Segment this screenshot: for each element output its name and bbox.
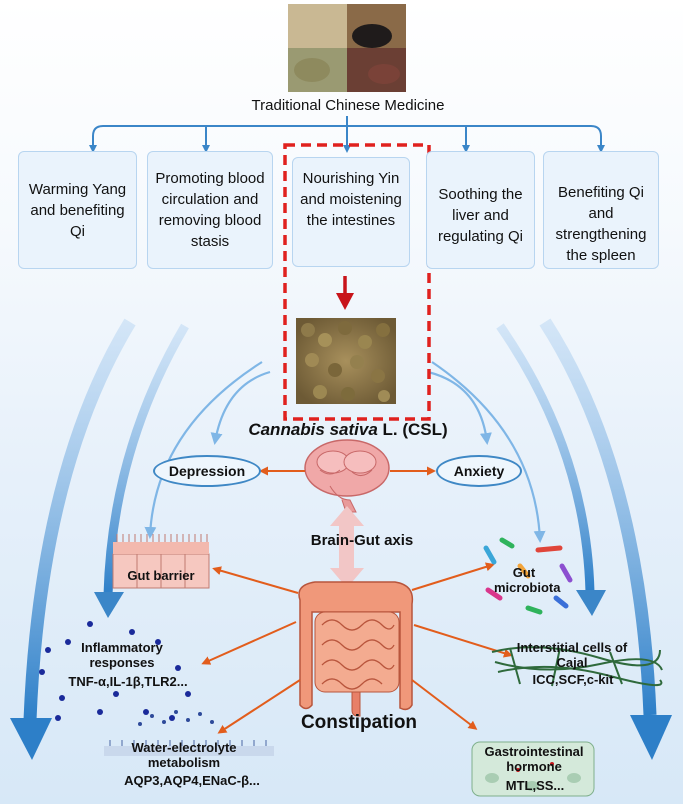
intestine-target-arrows [201, 562, 513, 734]
wide-arrowhead-left [10, 718, 52, 760]
herbs-photo [288, 4, 406, 92]
hormone-markers: MTL,SS... [505, 778, 565, 793]
highlight-box [283, 143, 431, 421]
depression-oval: Depression [153, 455, 261, 487]
wide-arrowhead-mid-right [576, 590, 606, 616]
inflammatory-dots [39, 621, 191, 721]
wide-arrowhead-right [630, 715, 672, 760]
wide-flow-arrows [10, 318, 672, 760]
brain-gut-arrow [330, 506, 364, 588]
category-nourishing-yin: Nourishing Yin and moistening the intest… [292, 157, 410, 267]
icc-illustration [491, 646, 663, 687]
category-benefiting-qi: Benefiting Qi and strengthening the sple… [543, 151, 659, 269]
brain-illustration [304, 439, 390, 513]
category-promoting-blood: Promoting blood circulation and removing… [147, 151, 273, 269]
brain-gut-axis-label: Brain-Gut axis [310, 532, 414, 549]
csl-italic: Cannabis sativa [248, 420, 378, 439]
water-title: Water-electrolyte metabolism [131, 740, 237, 770]
thin-flow-arrows [144, 361, 546, 543]
anxiety-oval: Anxiety [436, 455, 522, 487]
water-membrane-illustration [104, 710, 274, 756]
gut-barrier-label: Gut barrier [127, 568, 195, 583]
icc-title: Interstitial cells of Cajal [516, 640, 628, 670]
intestine-illustration [298, 581, 414, 717]
inflammatory-markers: TNF-α,IL-1β,TLR2... [68, 674, 188, 689]
icc-markers: ICC,SCF,c-kit [532, 672, 614, 687]
gut-microbiota-label: Gut microbiota [494, 565, 561, 595]
category-soothing-liver: Soothing the liver and regulating Qi [426, 151, 535, 269]
gut-microbiota-illustration [483, 537, 573, 615]
constipation-label: Constipation [300, 712, 418, 733]
tcm-branch-arrows [89, 116, 605, 153]
red-arrow [336, 276, 354, 310]
tcm-title: Traditional Chinese Medicine [251, 97, 445, 114]
hemp-seeds-photo [296, 318, 396, 404]
hormone-cells-illustration [471, 741, 595, 797]
category-warming-yang: Warming Yang and benefiting Qi [18, 151, 137, 269]
water-markers: AQP3,AQP4,ENaC-β... [124, 773, 260, 788]
csl-label: Cannabis sativa L. (CSL) [236, 420, 460, 440]
hormone-title: Gastrointestinal hormone [484, 744, 584, 774]
wide-arrowhead-mid-left [94, 592, 124, 618]
inflammatory-title: Inflammatory responses [81, 640, 163, 670]
csl-rest: L. (CSL) [377, 420, 448, 439]
gut-barrier-illustration [112, 534, 210, 589]
